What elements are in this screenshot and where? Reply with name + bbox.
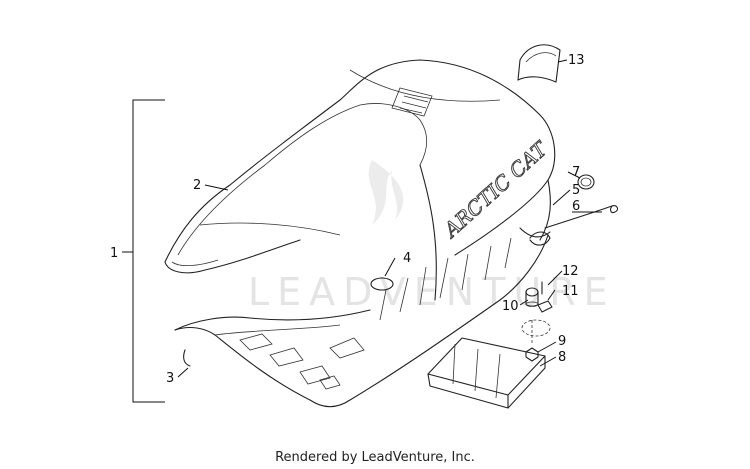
callout-5: 5 (572, 183, 580, 198)
callout-8: 8 (558, 350, 566, 365)
callout-12: 12 (562, 264, 579, 279)
watermark: LEADVENTURE (248, 160, 616, 314)
seat-logo: ARCTIC CAT (438, 136, 553, 243)
part-6-pin (544, 205, 619, 229)
callout-4: 4 (403, 251, 411, 266)
part-8-block (427, 337, 546, 409)
callout-10: 10 (502, 299, 519, 314)
part-5-bracket (529, 231, 551, 246)
callout-7: 7 (572, 165, 580, 180)
part-13-strap (517, 44, 561, 83)
assembly-bracket (132, 99, 165, 403)
callout-6: 6 (572, 199, 580, 214)
footer-credit: Rendered by LeadVenture, Inc. (275, 450, 475, 465)
part-9-nut (525, 347, 539, 362)
part-4-pad (370, 277, 394, 291)
callout-2: 2 (193, 178, 201, 193)
part-7-ring (577, 174, 595, 190)
callout-3: 3 (166, 371, 174, 386)
callout-13: 13 (568, 53, 585, 68)
leader-lines (177, 59, 602, 378)
seat-assembly: ARCTIC CAT (164, 59, 556, 408)
watermark-text: LEADVENTURE (248, 270, 616, 314)
latch-parts (521, 281, 553, 345)
callout-11: 11 (562, 284, 579, 299)
part-3-hook (183, 349, 191, 367)
callout-1: 1 (110, 246, 118, 261)
callout-9: 9 (558, 334, 566, 349)
